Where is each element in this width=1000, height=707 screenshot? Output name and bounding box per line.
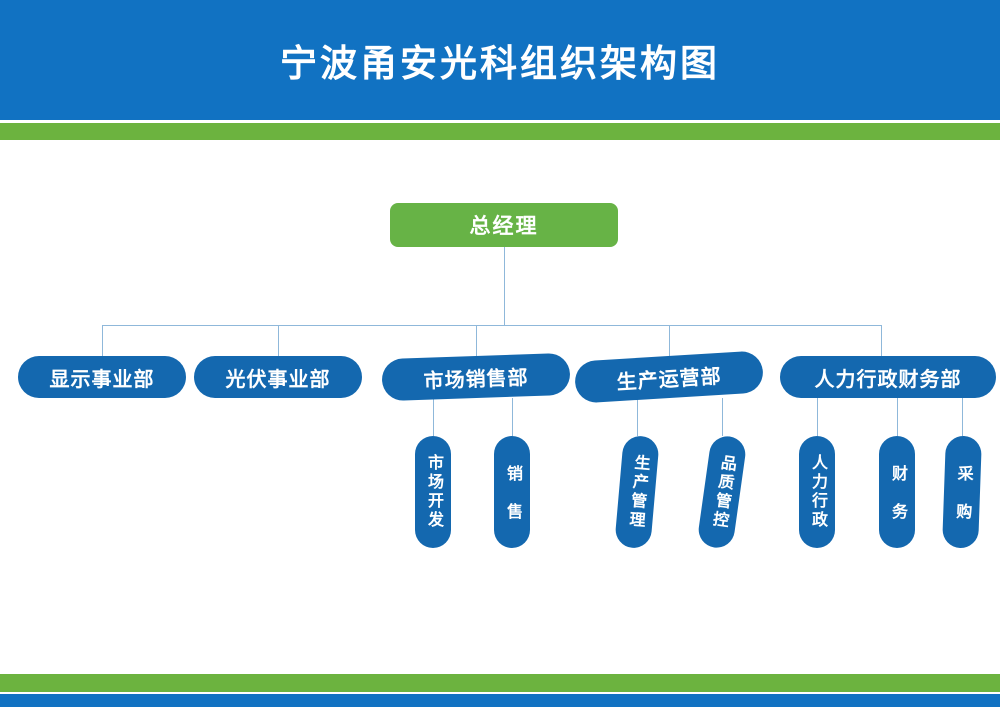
header-banner: 宁波甬安光科组织架构图 [0, 0, 1000, 120]
node-dept-display: 显示事业部 [18, 356, 186, 398]
node-dept-sales: 市场销售部 [381, 352, 571, 402]
connector-sub-finance [897, 398, 898, 436]
connector-drop-sales [476, 325, 477, 356]
bottom-green-stripe [0, 674, 1000, 692]
top-green-stripe [0, 123, 1000, 140]
connector-sub-hr-admin [817, 398, 818, 436]
connector-sub-procurement [962, 398, 963, 436]
node-general-manager: 总经理 [390, 203, 618, 247]
node-dept-hr-finance: 人力行政财务部 [780, 356, 996, 398]
connector-sub-market-dev [433, 398, 434, 436]
node-sub-hr-admin: 人力行政 [799, 436, 835, 548]
connector-drop-pv [278, 325, 279, 356]
page-title: 宁波甬安光科组织架构图 [280, 43, 720, 84]
node-dept-operations: 生产运营部 [573, 350, 765, 404]
connector-drop-hr-finance [881, 325, 882, 356]
connector-drop-display [102, 325, 103, 356]
node-sub-finance: 财务 [879, 436, 915, 548]
connector-horizontal-bus [102, 325, 882, 326]
connector-sub-production-mgmt [637, 398, 638, 436]
connector-sub-sales [512, 398, 513, 436]
connector-drop-operations [669, 325, 670, 356]
node-sub-sales: 销售 [494, 436, 530, 548]
connector-sub-quality-control [722, 398, 723, 436]
connector-root-drop [504, 247, 505, 325]
footer-banner [0, 694, 1000, 707]
node-sub-procurement: 采购 [942, 435, 982, 549]
node-dept-pv: 光伏事业部 [194, 356, 362, 398]
node-sub-quality-control: 品质管控 [696, 434, 748, 550]
node-sub-market-dev: 市场开发 [415, 436, 451, 548]
node-sub-production-mgmt: 生产管理 [614, 434, 660, 550]
